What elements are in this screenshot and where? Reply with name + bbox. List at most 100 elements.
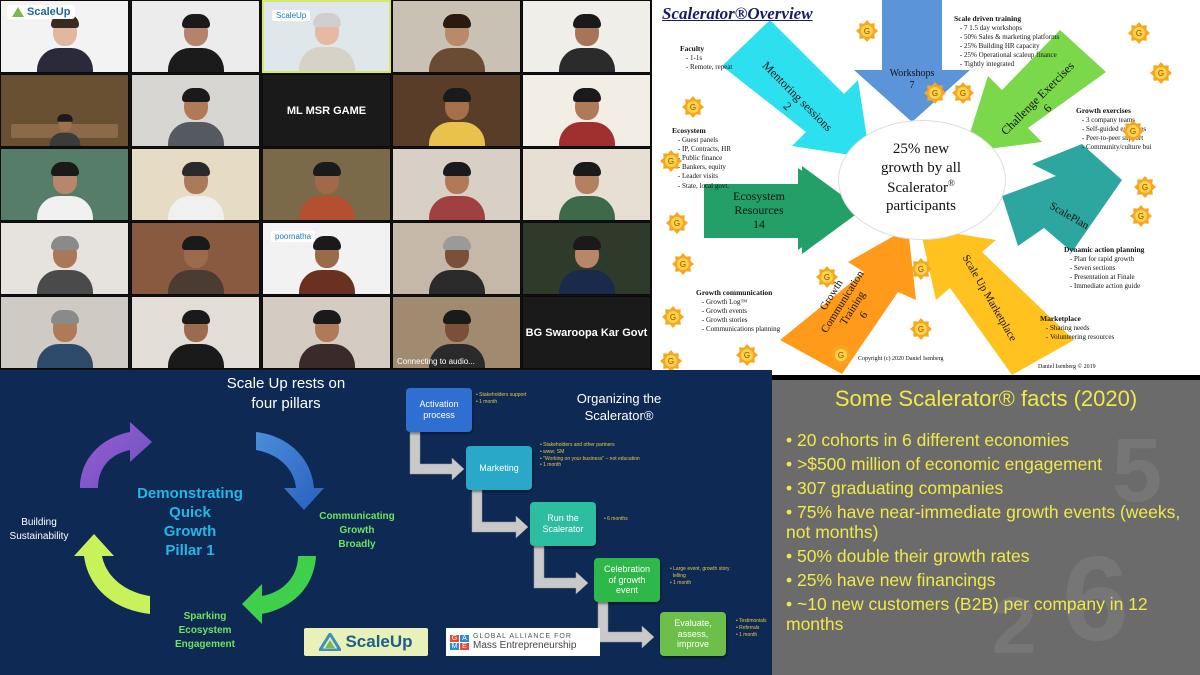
video-tile[interactable] [522,148,651,221]
game-letter-a: A [460,634,469,642]
video-tile[interactable] [522,222,651,295]
tile-background [263,75,390,146]
svg-text:G: G [960,89,966,98]
video-tile[interactable] [0,296,129,369]
growth-g-icon: G [1150,62,1172,84]
avatar-hair [442,310,471,324]
avatar-body [298,344,355,368]
participant-avatar [167,230,224,294]
step-note-line: telling [670,572,686,579]
fact-item: 25% have new financings [786,570,1196,590]
participant-avatar [298,156,355,220]
growth-communication-block: Growth communicationGrowth Log™Growth ev… [696,288,816,334]
pillar-communicating: Communicating Growth Broadly [319,511,395,550]
video-tile[interactable]: poornatha [262,222,391,295]
avatar-body [298,196,355,220]
bullet-list: 1-1sRemote, repeat [680,54,760,72]
organizing-step: Run the Scalerator [530,502,596,546]
video-tile[interactable]: Connecting to audio... [392,296,521,369]
game-letter-g: G [450,634,459,642]
video-tile[interactable] [0,148,129,221]
video-tile[interactable] [0,74,129,147]
growth-g-icon: G [672,253,694,275]
video-tile[interactable] [131,148,260,221]
step-note-line: • 6 months [604,516,628,522]
video-tile[interactable]: ML MSR GAME [262,74,391,147]
svg-text:G: G [1130,127,1136,136]
list-heading: Dynamic action planning [1064,245,1145,254]
svg-text:G: G [668,357,674,366]
video-tile[interactable] [522,0,651,73]
video-tile[interactable] [131,0,260,73]
avatar-hair [181,14,210,28]
pillars-title-1: Scale Up rests on [226,375,346,392]
video-tile[interactable]: ScaleUp [0,0,129,73]
svg-text:G: G [918,265,924,274]
game-letter-m: M [450,642,459,650]
participant-avatar [558,156,615,220]
video-tile[interactable] [262,148,391,221]
list-item: Growth Log™ [706,298,816,307]
step-note-line: • Referrals [736,624,760,631]
list-item: Presentation at Finale [1074,273,1184,282]
game-line-1: GLOBAL ALLIANCE FOR [473,632,572,640]
step-notes: • 6 months [604,516,628,523]
avatar-hair [56,114,73,122]
list-item: 3 company teams [1086,116,1186,125]
center-line-2: growth by all [881,159,961,176]
svg-text:G: G [690,103,696,112]
pillars-title-2: four pillars [251,395,321,412]
video-tile[interactable] [392,74,521,147]
bullet-list: Sharing needsVolunteering resources [1040,324,1150,342]
pillar-cycle-arrows [74,422,324,624]
avatar-body [558,122,615,146]
copyright-2020: Copyright (c) 2020 Daniel Isenberg [858,356,944,362]
game-letter-e: E [460,642,469,650]
video-tile[interactable] [522,74,651,147]
svg-text:G: G [1158,69,1164,78]
growth-g-icon: G [660,350,682,372]
growth-g-icon: G [1128,22,1150,44]
participant-avatar [298,304,355,368]
list-heading: Ecosystem [672,126,706,135]
svg-text:G: G [1136,29,1142,38]
list-item: Growth events [706,307,816,316]
video-tile[interactable] [392,222,521,295]
avatar-hair [442,14,471,28]
video-tile[interactable] [262,296,391,369]
copyright-2019: Daniel Isenberg © 2019 [1038,364,1096,370]
step-note-line: • Large event, growth story [670,566,730,572]
arrow-comm-to-spark [242,556,316,624]
avatar-hair [181,88,210,102]
video-tile[interactable] [131,296,260,369]
growth-g-icon: G [660,150,682,172]
challenge-arrow [964,30,1106,152]
video-tile[interactable] [392,148,521,221]
organizing-step: Marketing [466,446,532,490]
svg-text:G: G [1138,212,1144,221]
avatar-hair [181,162,210,176]
list-item: 25% Operational scaleup finance [964,51,1084,60]
avatar-hair [50,310,79,324]
growth-g-icon: G [662,306,684,328]
avatar-body [167,48,224,72]
list-item: Seven sections [1074,264,1184,273]
video-tile[interactable]: BG Swaroopa Kar Govt [522,296,651,369]
arrow-demo-to-comm [256,432,324,510]
list-heading: Growth communication [696,288,773,297]
organizing-step: Celebration of growth event [594,558,660,602]
arrow-spark-to-build [74,534,150,614]
avatar-hair [50,162,79,176]
video-tile[interactable] [392,0,521,73]
step-notes: • Large event, growth story telling• 1 m… [670,566,730,586]
svg-text:G: G [670,313,676,322]
avatar-hair [312,236,341,250]
list-heading: Marketplace [1040,314,1081,323]
growth-g-icon: G [910,258,932,280]
overview-title: Scalerator®Overview [662,4,813,23]
video-tile[interactable] [131,74,260,147]
video-tile[interactable]: ScaleUp [262,0,391,73]
video-tile[interactable] [0,222,129,295]
growth-g-icon: G [682,96,704,118]
video-tile[interactable] [131,222,260,295]
